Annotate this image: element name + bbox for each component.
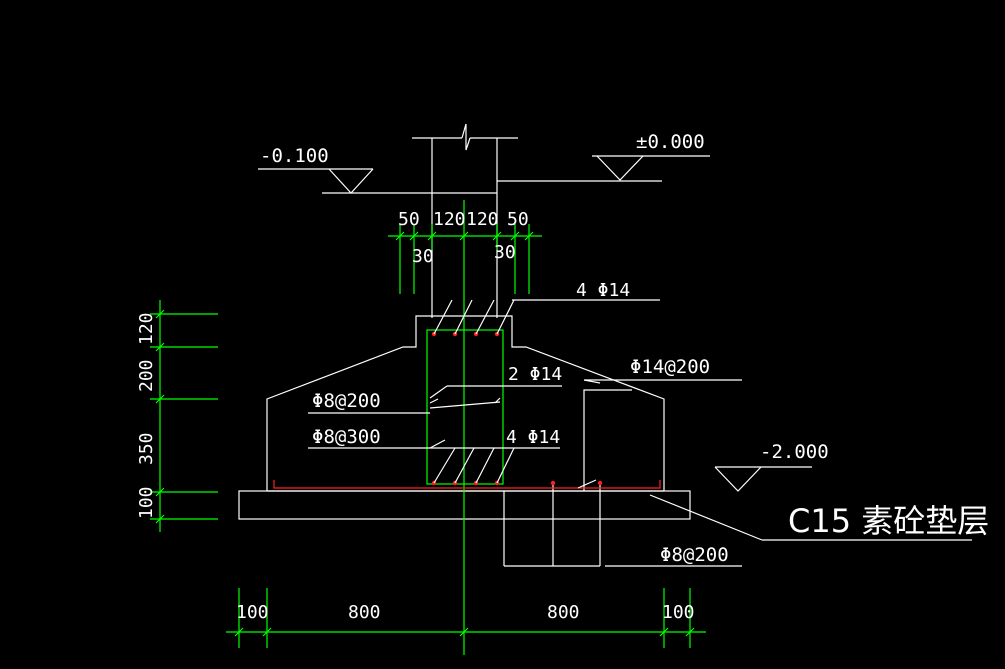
label-rebar-mid: 2 Φ14 — [508, 364, 562, 385]
dim-top-0: 50 — [398, 209, 420, 230]
dim-bottom-1: 800 — [348, 602, 381, 623]
top-dimension-lines — [388, 224, 542, 294]
bottom-dimension-lines — [226, 588, 706, 648]
label-dist-rebar: Φ8@200 — [660, 544, 729, 566]
elevation-label-top-right: ±0.000 — [636, 131, 705, 153]
label-rebar-top: 4 Φ14 — [576, 280, 630, 301]
rebar-dots — [431, 331, 603, 486]
ground-lines — [322, 180, 662, 194]
dim-bottom-0: 100 — [236, 602, 269, 623]
elevation-label-bottom-right: -2.000 — [760, 441, 829, 463]
dim-bottom-2: 800 — [547, 602, 580, 623]
elevation-label-left: -0.100 — [260, 145, 329, 167]
label-stirrup-1: Φ8@200 — [312, 390, 381, 412]
rebar-cage — [426, 329, 504, 485]
label-stirrup-2: Φ8@300 — [312, 426, 381, 448]
dim-top-1: 120 — [433, 209, 466, 230]
bottom-rebar — [273, 479, 661, 489]
dim-left-0: 120 — [136, 312, 157, 345]
dim-top-sub-1: 30 — [494, 242, 516, 263]
dim-top-sub-0: 30 — [412, 246, 434, 267]
left-dimension-lines — [150, 300, 218, 532]
dim-left-2: 350 — [136, 432, 157, 465]
dim-left-3: 100 — [136, 486, 157, 519]
label-slab-rebar: Φ14@200 — [630, 356, 710, 378]
elevation-mark-left — [258, 168, 374, 194]
label-cushion: C15 素砼垫层 — [788, 502, 989, 540]
dim-left-1: 200 — [136, 359, 157, 392]
elevation-mark-top-right — [592, 155, 710, 181]
dim-top-3: 50 — [507, 209, 529, 230]
leader-lines — [308, 299, 972, 567]
dim-bottom-3: 100 — [662, 602, 695, 623]
dim-top-2: 120 — [466, 209, 499, 230]
label-rebar-low: 4 Φ14 — [506, 427, 560, 448]
elevation-mark-bottom-right — [714, 466, 812, 492]
